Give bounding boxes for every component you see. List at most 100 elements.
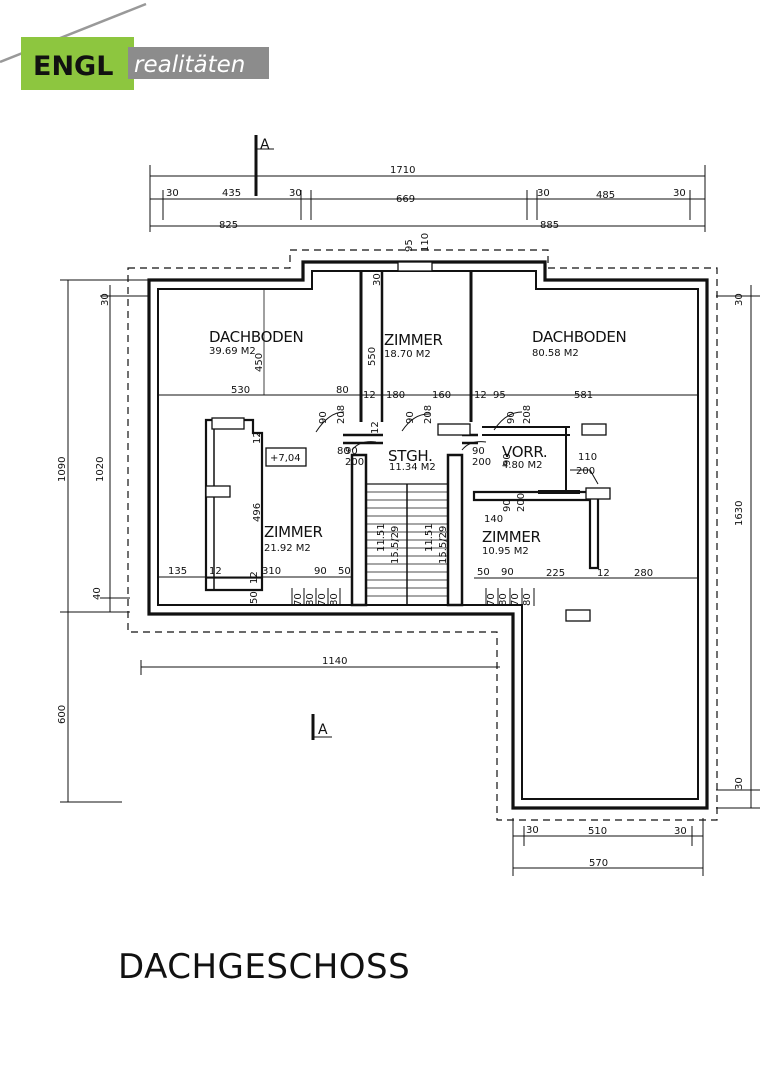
room-area: 11.34 M2 — [389, 462, 436, 473]
dim-label: 12 — [249, 571, 260, 584]
dim-label: 600 — [57, 705, 68, 724]
dim-label: 80 — [522, 593, 533, 606]
dim-label: 30 — [734, 293, 745, 306]
dim-label: 80 — [498, 593, 509, 606]
level-mark-box — [265, 447, 307, 467]
dim-label: 90 — [405, 411, 416, 424]
dim-label: 140 — [484, 514, 503, 525]
room-area: 10.95 M2 — [482, 546, 529, 557]
dim-label: 200 — [576, 466, 595, 477]
dim-label: 825 — [219, 220, 238, 231]
dim-label: 1140 — [322, 656, 347, 667]
section-marker-top: A — [260, 137, 270, 153]
dim-label: 30 — [537, 188, 550, 199]
dim-label: 70 — [510, 593, 521, 606]
dim-label: 12 — [370, 421, 381, 434]
dim-label: 50 — [477, 567, 490, 578]
dim-label: 12 — [597, 568, 610, 579]
dim-label: 90 — [314, 566, 327, 577]
dim-label: 510 — [588, 826, 607, 837]
dim-label: 496 — [252, 503, 263, 522]
dim-label: 200 — [516, 493, 527, 512]
dimension-lines — [60, 135, 760, 876]
dim-label: 50 — [338, 566, 351, 577]
dim-label: 30 — [526, 825, 539, 836]
dim-label: 80 — [337, 446, 350, 457]
logo-suffix: realitäten — [134, 52, 245, 78]
level-mark: +7,04 — [270, 453, 301, 464]
window-box — [585, 487, 611, 500]
dim-label: 30 — [100, 293, 111, 306]
window-box — [565, 609, 591, 622]
section-marker-bottom: A — [318, 722, 328, 738]
dim-label: 50 — [249, 591, 260, 604]
dim-label: 200 — [345, 457, 364, 468]
logo-green-block — [21, 37, 134, 90]
dim-label: 135 — [168, 566, 187, 577]
dim-label: 70 — [486, 593, 497, 606]
dim-label: 70 — [317, 593, 328, 606]
windows — [205, 261, 611, 622]
room-area: 21.92 M2 — [264, 543, 311, 554]
dim-label: 70 — [293, 593, 304, 606]
dim-label: 30 — [372, 273, 383, 286]
dim-label: 110 — [578, 452, 597, 463]
dim-label: 95 — [493, 390, 506, 401]
room-area: 80.58 M2 — [532, 348, 579, 359]
floor-caption: DACHGESCHOSS — [118, 947, 410, 987]
room-name: ZIMMER — [384, 331, 443, 349]
room-labels: DACHBODEN 39.69 M2 ZIMMER 18.70 M2 DACHB… — [209, 328, 627, 557]
room-name: ZIMMER — [264, 523, 323, 541]
stair-label: 11.51 — [424, 523, 435, 552]
room-area: 18.70 M2 — [384, 349, 431, 360]
dim-label: 90 — [506, 411, 517, 424]
logo-grey-block — [128, 47, 269, 79]
dim-label: 450 — [254, 353, 265, 372]
engl-logo: ENGL realitäten — [0, 2, 269, 90]
roof-outline — [127, 249, 718, 821]
window-box — [397, 261, 433, 272]
room-name: ZIMMER — [482, 528, 541, 546]
room-area: 39.69 M2 — [209, 346, 256, 357]
dim-label: 885 — [540, 220, 559, 231]
dim-label: 1020 — [95, 457, 106, 482]
dim-label: 30 — [674, 826, 687, 837]
dim-label: 310 — [262, 566, 281, 577]
dim-label: 1630 — [734, 501, 745, 526]
dim-label: 1090 — [57, 457, 68, 482]
dim-label: 30 — [734, 777, 745, 790]
dim-label: 80 — [329, 593, 340, 606]
dim-label: 435 — [222, 188, 241, 199]
dim-label: 200 — [472, 457, 491, 468]
walls — [147, 260, 709, 810]
dim-label: 95 — [404, 239, 415, 252]
dim-label: 30 — [289, 188, 302, 199]
dim-label: 280 — [634, 568, 653, 579]
dim-label: 180 — [386, 390, 405, 401]
dim-label: 208 — [522, 405, 533, 424]
dim-label: 80 — [305, 593, 316, 606]
dim-label: 12 — [252, 431, 263, 444]
room-name: DACHBODEN — [209, 328, 303, 346]
dim-label: 30 — [673, 188, 686, 199]
dim-label: 90 — [345, 446, 358, 457]
dim-label: 570 — [589, 858, 608, 869]
room-area: 4.80 M2 — [502, 460, 542, 471]
dim-label: 12 — [474, 390, 487, 401]
dim-label: 90 — [502, 499, 513, 512]
room-name: STGH. — [388, 447, 433, 465]
dim-label: 90 — [502, 453, 513, 466]
room-name: VORR. — [502, 443, 547, 461]
window-box — [205, 485, 231, 498]
dim-label: 90 — [318, 411, 329, 424]
dim-label: 530 — [231, 385, 250, 396]
staircase — [365, 483, 449, 606]
dim-label: 40 — [92, 587, 103, 600]
dim-label: 12 — [209, 566, 222, 577]
stair-label: 15.5/29 — [390, 526, 401, 564]
window-box — [211, 417, 245, 430]
dim-label: 669 — [396, 194, 415, 205]
dim-label: 1710 — [390, 165, 415, 176]
logo-brand: ENGL — [33, 51, 113, 82]
